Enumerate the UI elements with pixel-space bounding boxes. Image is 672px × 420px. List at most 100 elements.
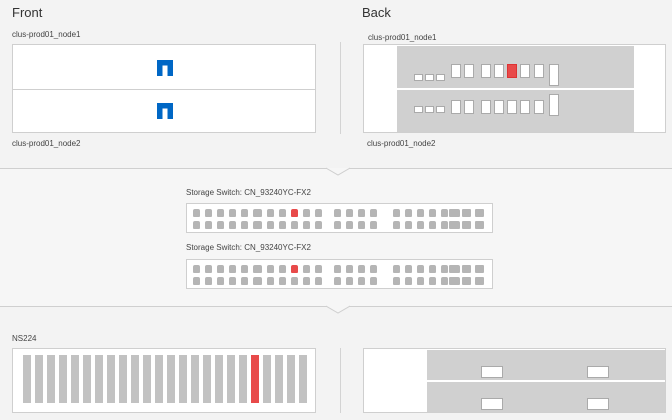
front-node2-panel[interactable] [12, 89, 316, 133]
switch-port[interactable] [303, 209, 310, 217]
drive-bay[interactable] [239, 355, 247, 403]
switch-port[interactable] [370, 221, 377, 229]
uplink-port[interactable] [475, 277, 484, 285]
switch-port[interactable] [405, 221, 412, 229]
switch-port[interactable] [393, 221, 400, 229]
back-node1-panel[interactable] [397, 46, 634, 88]
drive-bay[interactable] [119, 355, 127, 403]
drive-bay[interactable] [59, 355, 67, 403]
switch-port[interactable] [291, 277, 298, 285]
switch-port[interactable] [267, 209, 274, 217]
switch-port[interactable] [358, 221, 365, 229]
switch-port[interactable] [346, 209, 353, 217]
switch-2-panel[interactable] [186, 259, 493, 289]
drive-bay[interactable] [71, 355, 79, 403]
switch-port[interactable] [346, 277, 353, 285]
drive-bay[interactable] [227, 355, 235, 403]
drive-bay-highlighted[interactable] [251, 355, 259, 403]
switch-port[interactable] [315, 221, 322, 229]
switch-port[interactable] [358, 277, 365, 285]
drive-bay[interactable] [299, 355, 307, 403]
drive-bay[interactable] [131, 355, 139, 403]
switch-port[interactable] [279, 221, 286, 229]
switch-port[interactable] [441, 265, 448, 273]
switch-port[interactable] [315, 209, 322, 217]
switch-port[interactable] [370, 265, 377, 273]
shelf-module-a[interactable] [427, 350, 665, 380]
uplink-port[interactable] [449, 265, 458, 273]
psu-slot[interactable] [549, 64, 559, 86]
switch-port[interactable] [393, 277, 400, 285]
io-slot[interactable] [481, 64, 491, 78]
drive-bay[interactable] [203, 355, 211, 403]
switch-port[interactable] [405, 277, 412, 285]
switch-port[interactable] [393, 209, 400, 217]
psu-slot[interactable] [549, 94, 559, 116]
drive-bay[interactable] [167, 355, 175, 403]
drive-bay[interactable] [179, 355, 187, 403]
switch-port[interactable] [279, 209, 286, 217]
switch-port[interactable] [241, 265, 248, 273]
switch-port[interactable] [241, 277, 248, 285]
switch-port[interactable] [205, 209, 212, 217]
switch-port[interactable] [229, 221, 236, 229]
switch-port-highlighted[interactable] [291, 265, 298, 273]
io-slot[interactable] [534, 100, 544, 114]
switch-port[interactable] [291, 221, 298, 229]
switch-port[interactable] [205, 265, 212, 273]
uplink-port[interactable] [462, 209, 471, 217]
drive-bay[interactable] [275, 355, 283, 403]
uplink-port[interactable] [449, 209, 458, 217]
switch-port[interactable] [417, 221, 424, 229]
switch-port[interactable] [334, 209, 341, 217]
switch-port[interactable] [303, 221, 310, 229]
shelf-module-b[interactable] [427, 382, 665, 412]
drive-bay[interactable] [95, 355, 103, 403]
uplink-port[interactable] [475, 209, 484, 217]
io-slot[interactable] [464, 100, 474, 114]
io-slot[interactable] [534, 64, 544, 78]
switch-port[interactable] [334, 221, 341, 229]
drive-bay[interactable] [107, 355, 115, 403]
switch-port[interactable] [255, 221, 262, 229]
switch-port[interactable] [334, 277, 341, 285]
drive-bay[interactable] [35, 355, 43, 403]
switch-port[interactable] [417, 265, 424, 273]
switch-port[interactable] [255, 265, 262, 273]
switch-port[interactable] [255, 209, 262, 217]
uplink-port[interactable] [462, 265, 471, 273]
uplink-port[interactable] [449, 277, 458, 285]
switch-port[interactable] [241, 221, 248, 229]
switch-port[interactable] [205, 221, 212, 229]
switch-port[interactable] [193, 209, 200, 217]
switch-port[interactable] [267, 277, 274, 285]
switch-port[interactable] [241, 209, 248, 217]
switch-port[interactable] [255, 277, 262, 285]
switch-port[interactable] [405, 209, 412, 217]
switch-port[interactable] [193, 277, 200, 285]
drive-bay[interactable] [155, 355, 163, 403]
drive-bay[interactable] [263, 355, 271, 403]
switch-port[interactable] [229, 209, 236, 217]
drive-bay[interactable] [83, 355, 91, 403]
uplink-port[interactable] [475, 221, 484, 229]
switch-port[interactable] [417, 209, 424, 217]
io-slot[interactable] [494, 64, 504, 78]
io-slot[interactable] [451, 100, 461, 114]
switch-port[interactable] [217, 277, 224, 285]
drive-bay[interactable] [23, 355, 31, 403]
io-slot[interactable] [464, 64, 474, 78]
switch-port[interactable] [267, 221, 274, 229]
io-slot[interactable] [520, 100, 530, 114]
switch-port[interactable] [193, 265, 200, 273]
switch-1-panel[interactable] [186, 203, 493, 233]
switch-port[interactable] [441, 209, 448, 217]
switch-port[interactable] [205, 277, 212, 285]
switch-port[interactable] [279, 277, 286, 285]
uplink-port[interactable] [449, 221, 458, 229]
switch-port[interactable] [393, 265, 400, 273]
switch-port[interactable] [370, 277, 377, 285]
switch-port[interactable] [303, 265, 310, 273]
switch-port[interactable] [358, 265, 365, 273]
uplink-port[interactable] [462, 277, 471, 285]
